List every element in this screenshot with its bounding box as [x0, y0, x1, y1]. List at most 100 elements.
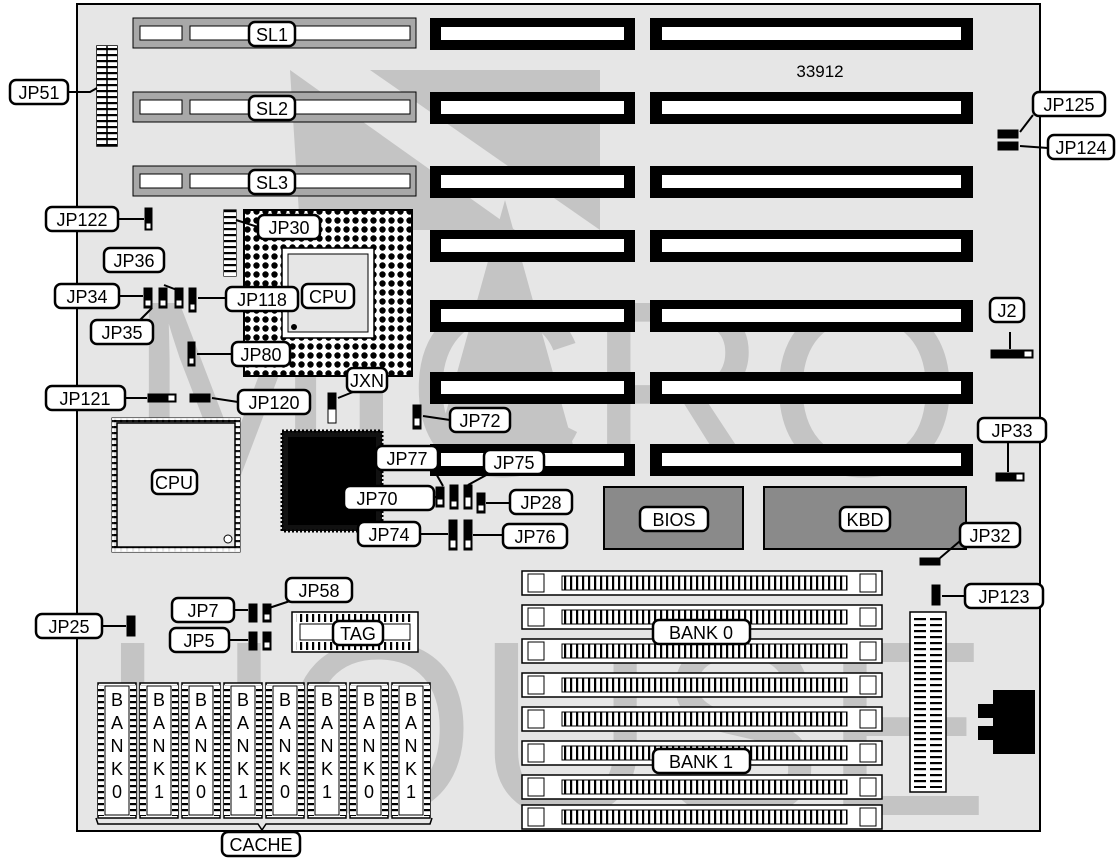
svg-text:B: B — [405, 690, 417, 710]
svg-text:K: K — [153, 759, 165, 779]
svg-text:0: 0 — [364, 782, 374, 802]
svg-text:N: N — [195, 736, 208, 756]
cache-chip — [307, 682, 347, 819]
cache-chip — [139, 682, 179, 819]
simm-socket — [521, 672, 883, 698]
svg-text:B: B — [195, 690, 207, 710]
label-jp35: JP35 — [101, 323, 142, 343]
label-jp28: JP28 — [520, 493, 561, 513]
svg-text:A: A — [111, 713, 123, 733]
cache-chip — [391, 682, 431, 819]
label-jp77: JP77 — [386, 449, 427, 469]
simm-socket — [521, 638, 883, 664]
label-jp70: JP70 — [356, 489, 397, 509]
simm-socket — [521, 706, 883, 732]
cache-chip — [181, 682, 221, 819]
svg-text:N: N — [153, 736, 166, 756]
isa-slots-long — [650, 18, 973, 476]
cache-chip — [265, 682, 305, 819]
label-tag: TAG — [340, 624, 376, 644]
svg-text:B: B — [153, 690, 165, 710]
svg-text:A: A — [363, 713, 375, 733]
svg-text:K: K — [279, 759, 291, 779]
svg-text:0: 0 — [112, 782, 122, 802]
svg-text:A: A — [321, 713, 333, 733]
label-jp118: JP118 — [237, 290, 287, 310]
jp30-header — [223, 209, 237, 277]
label-sl2: SL2 — [256, 99, 288, 119]
label-jp36: JP36 — [113, 251, 154, 271]
label-jp76: JP76 — [514, 527, 555, 547]
svg-text:B: B — [279, 690, 291, 710]
label-bank1: BANK 1 — [669, 752, 733, 772]
cache-chips — [97, 682, 431, 819]
jp51-header — [96, 45, 118, 147]
board-model-number: 33912 — [796, 62, 843, 81]
label-sl3: SL3 — [256, 173, 288, 193]
label-j2: J2 — [997, 301, 1016, 321]
label-bank0: BANK 0 — [669, 623, 733, 643]
svg-text:A: A — [195, 713, 207, 733]
svg-text:1: 1 — [238, 782, 248, 802]
svg-text:A: A — [279, 713, 291, 733]
label-cpu-qfp: CPU — [155, 473, 193, 493]
label-jp120: JP120 — [248, 393, 299, 413]
label-jp80: JP80 — [240, 345, 281, 365]
svg-text:B: B — [111, 690, 123, 710]
leader-lines — [68, 87, 1049, 641]
svg-text:B: B — [237, 690, 249, 710]
cache-chip — [97, 682, 137, 819]
svg-text:B: B — [321, 690, 333, 710]
svg-text:K: K — [321, 759, 333, 779]
label-jp34: JP34 — [66, 287, 107, 307]
keyboard-din-connector — [978, 690, 1035, 754]
svg-text:0: 0 — [196, 782, 206, 802]
svg-text:K: K — [195, 759, 207, 779]
svg-text:0: 0 — [280, 782, 290, 802]
svg-text:N: N — [237, 736, 250, 756]
simm-socket — [521, 804, 883, 830]
label-jp5: JP5 — [183, 631, 214, 651]
label-sl1: SL1 — [256, 25, 288, 45]
svg-text:N: N — [111, 736, 124, 756]
simm-socket — [521, 570, 883, 596]
label-cpu-socket: CPU — [309, 287, 347, 307]
simm-socket — [521, 774, 883, 800]
svg-text:1: 1 — [322, 782, 332, 802]
label-jp121: JP121 — [59, 389, 110, 409]
label-jp7: JP7 — [187, 601, 218, 621]
cache-bracket — [95, 817, 433, 832]
label-jp25: JP25 — [48, 617, 89, 637]
svg-text:K: K — [363, 759, 375, 779]
label-jp74: JP74 — [368, 525, 409, 545]
chipset-qfp — [280, 429, 384, 533]
jumper-blocks — [126, 129, 1034, 651]
label-jp122: JP122 — [56, 210, 107, 230]
label-jp30: JP30 — [268, 218, 309, 238]
svg-text:N: N — [405, 736, 418, 756]
label-kbd: KBD — [846, 510, 883, 530]
label-jp123: JP123 — [978, 587, 1029, 607]
label-jp72: JP72 — [459, 411, 500, 431]
label-jp58: JP58 — [298, 581, 339, 601]
simm-socket — [521, 604, 883, 630]
svg-text:N: N — [321, 736, 334, 756]
svg-text:N: N — [279, 736, 292, 756]
svg-text:1: 1 — [154, 782, 164, 802]
label-cache: CACHE — [229, 835, 292, 855]
cache-chip — [349, 682, 389, 819]
svg-text:1: 1 — [406, 782, 416, 802]
svg-text:A: A — [405, 713, 417, 733]
label-jp75: JP75 — [493, 453, 534, 473]
svg-text:K: K — [405, 759, 417, 779]
label-jp33: JP33 — [991, 421, 1032, 441]
svg-text:A: A — [237, 713, 249, 733]
svg-text:A: A — [153, 713, 165, 733]
side-connector — [909, 611, 947, 793]
cache-chip — [223, 682, 263, 819]
svg-text:N: N — [363, 736, 376, 756]
label-jxn: JXN — [350, 371, 384, 391]
svg-text:B: B — [363, 690, 375, 710]
